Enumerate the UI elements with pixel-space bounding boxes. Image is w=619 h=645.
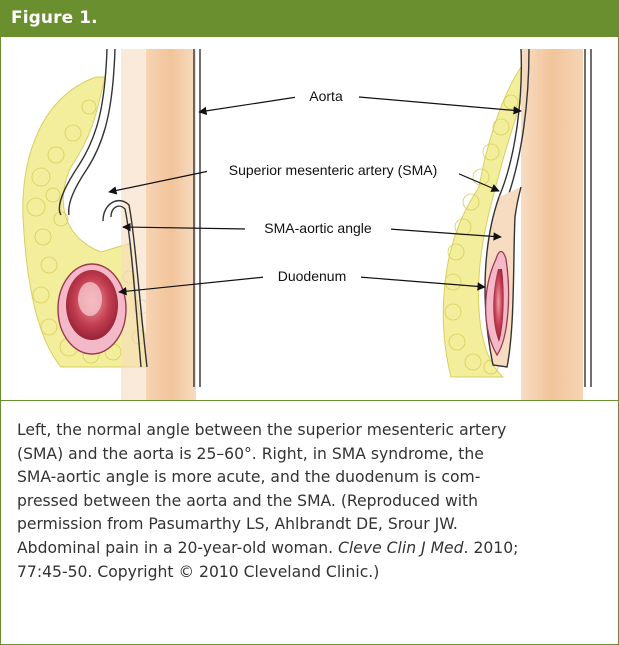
- caption-journal: Cleve Clin J Med: [338, 539, 464, 557]
- caption-line: (SMA) and the aorta is 25–60°. Right, in…: [17, 443, 607, 467]
- caption-citation-year: . 2010;: [464, 539, 519, 557]
- caption-line: 77:45-50. Copyright © 2010 Cleveland Cli…: [17, 561, 607, 585]
- label-angle: SMA-aortic angle: [264, 220, 372, 236]
- figure-title: Figure 1.: [11, 8, 98, 28]
- aorta-left: [146, 49, 196, 400]
- caption-line: Abdominal pain in a 20-year-old woman. C…: [17, 537, 607, 561]
- anatomy-illustration: Aorta Superior mesenteric artery (SMA) S…: [1, 37, 618, 400]
- caption-line: SMA-aortic angle is more acute, and the …: [17, 466, 607, 490]
- caption-line: permission from Pasumarthy LS, Ahlbrandt…: [17, 513, 607, 537]
- duodenum-left: [58, 264, 126, 354]
- illustration: Aorta Superior mesenteric artery (SMA) S…: [1, 37, 618, 401]
- aorta-arrow-right: [359, 97, 521, 111]
- aorta-arrow-left: [199, 97, 297, 112]
- fat-tissue-right: [443, 67, 529, 377]
- caption-line: pressed between the aorta and the SMA. (…: [17, 490, 607, 514]
- label-duodenum: Duodenum: [278, 268, 347, 284]
- figure-header: Figure 1.: [1, 1, 618, 37]
- caption-line: Left, the normal angle between the super…: [17, 419, 607, 443]
- label-sma: Superior mesenteric artery (SMA): [229, 162, 438, 178]
- aorta-right: [521, 49, 583, 400]
- figure-caption: Left, the normal angle between the super…: [17, 419, 607, 584]
- caption-citation-title: Abdominal pain in a 20-year-old woman.: [17, 539, 338, 557]
- label-aorta: Aorta: [309, 88, 343, 104]
